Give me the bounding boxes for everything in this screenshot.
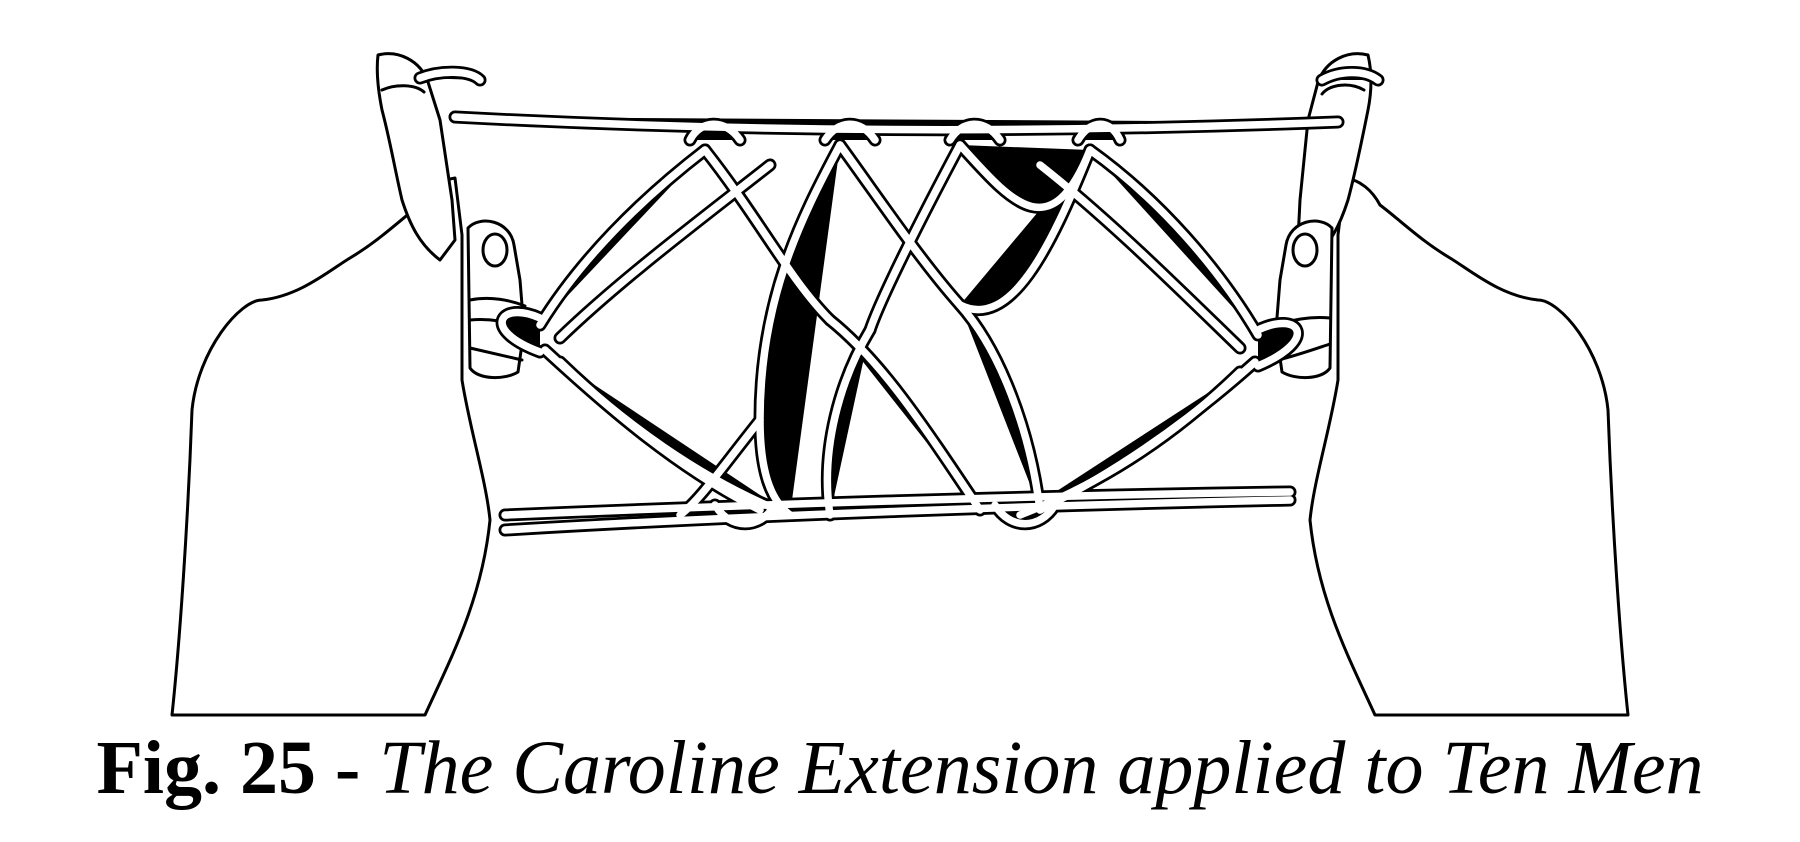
figure-caption: Fig. 25 - The Caroline Extension applied… <box>0 730 1800 806</box>
right-hand <box>1274 52 1630 717</box>
figure-title: The Caroline Extension applied to Ten Me… <box>379 726 1704 810</box>
figure-label: Fig. 25 - <box>96 726 361 810</box>
string-figure <box>420 72 1378 530</box>
left-hand <box>170 52 527 717</box>
